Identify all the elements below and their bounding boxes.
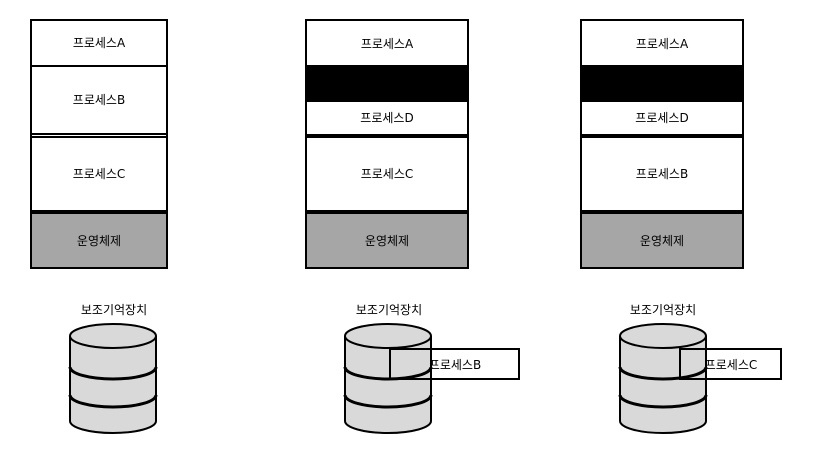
memory-segment-free [580,65,744,102]
swapped-process-box [389,348,520,380]
panel-3: 프로세스A 프로세스D 프로세스B 운영체제 보조기억장치 프로세스C [580,19,782,434]
segment-label: 프로세스B [636,167,688,181]
segment-label: 프로세스B [73,93,125,107]
swapped-process-box [679,348,782,380]
panel-1: 프로세스A 프로세스B 프로세스C 운영체제 보조기억장치 [30,19,168,434]
segment-label: 프로세스A [73,36,126,50]
memory-segment-process [580,136,744,212]
segment-label: 프로세스A [361,37,414,51]
storage-label: 보조기억장치 [356,303,422,317]
memory-segment-os [580,212,744,269]
segment-label: 프로세스D [360,111,413,125]
disk-icon [618,323,708,434]
panel-2: 프로세스A 프로세스D 프로세스C 운영체제 보조기억장치 프로세스B [305,19,520,434]
swapped-process-label: 프로세스C [705,358,758,372]
storage-label: 보조기억장치 [630,303,696,317]
memory-segment-process [30,136,168,212]
segment-label: 프로세스A [636,37,689,51]
segment-label: 프로세스C [73,167,126,181]
swapped-process-label: 프로세스B [429,358,481,372]
segment-label: 운영체제 [640,234,684,248]
memory-segment-os [30,212,168,269]
memory-segment-process [305,100,469,136]
segment-label: 프로세스C [361,167,414,181]
segment-label: 운영체제 [77,234,121,248]
memory-segment-free [305,65,469,102]
memory-stack: 프로세스A 프로세스B 프로세스C 운영체제 [30,19,168,269]
memory-stack: 프로세스A 프로세스D 프로세스C 운영체제 [305,19,469,269]
memory-segment-process [580,19,744,67]
memory-segment-process [30,19,168,67]
memory-segment-process [580,100,744,136]
memory-stack: 프로세스A 프로세스D 프로세스B 운영체제 [580,19,744,269]
segment-label: 운영체제 [365,234,409,248]
segment-label: 프로세스D [635,111,688,125]
memory-segment-os [305,212,469,269]
disk-icon [68,323,158,434]
memory-segment-process [30,65,168,135]
memory-segment-process [305,136,469,212]
disk-icon [343,323,433,434]
storage-label: 보조기억장치 [81,303,147,317]
